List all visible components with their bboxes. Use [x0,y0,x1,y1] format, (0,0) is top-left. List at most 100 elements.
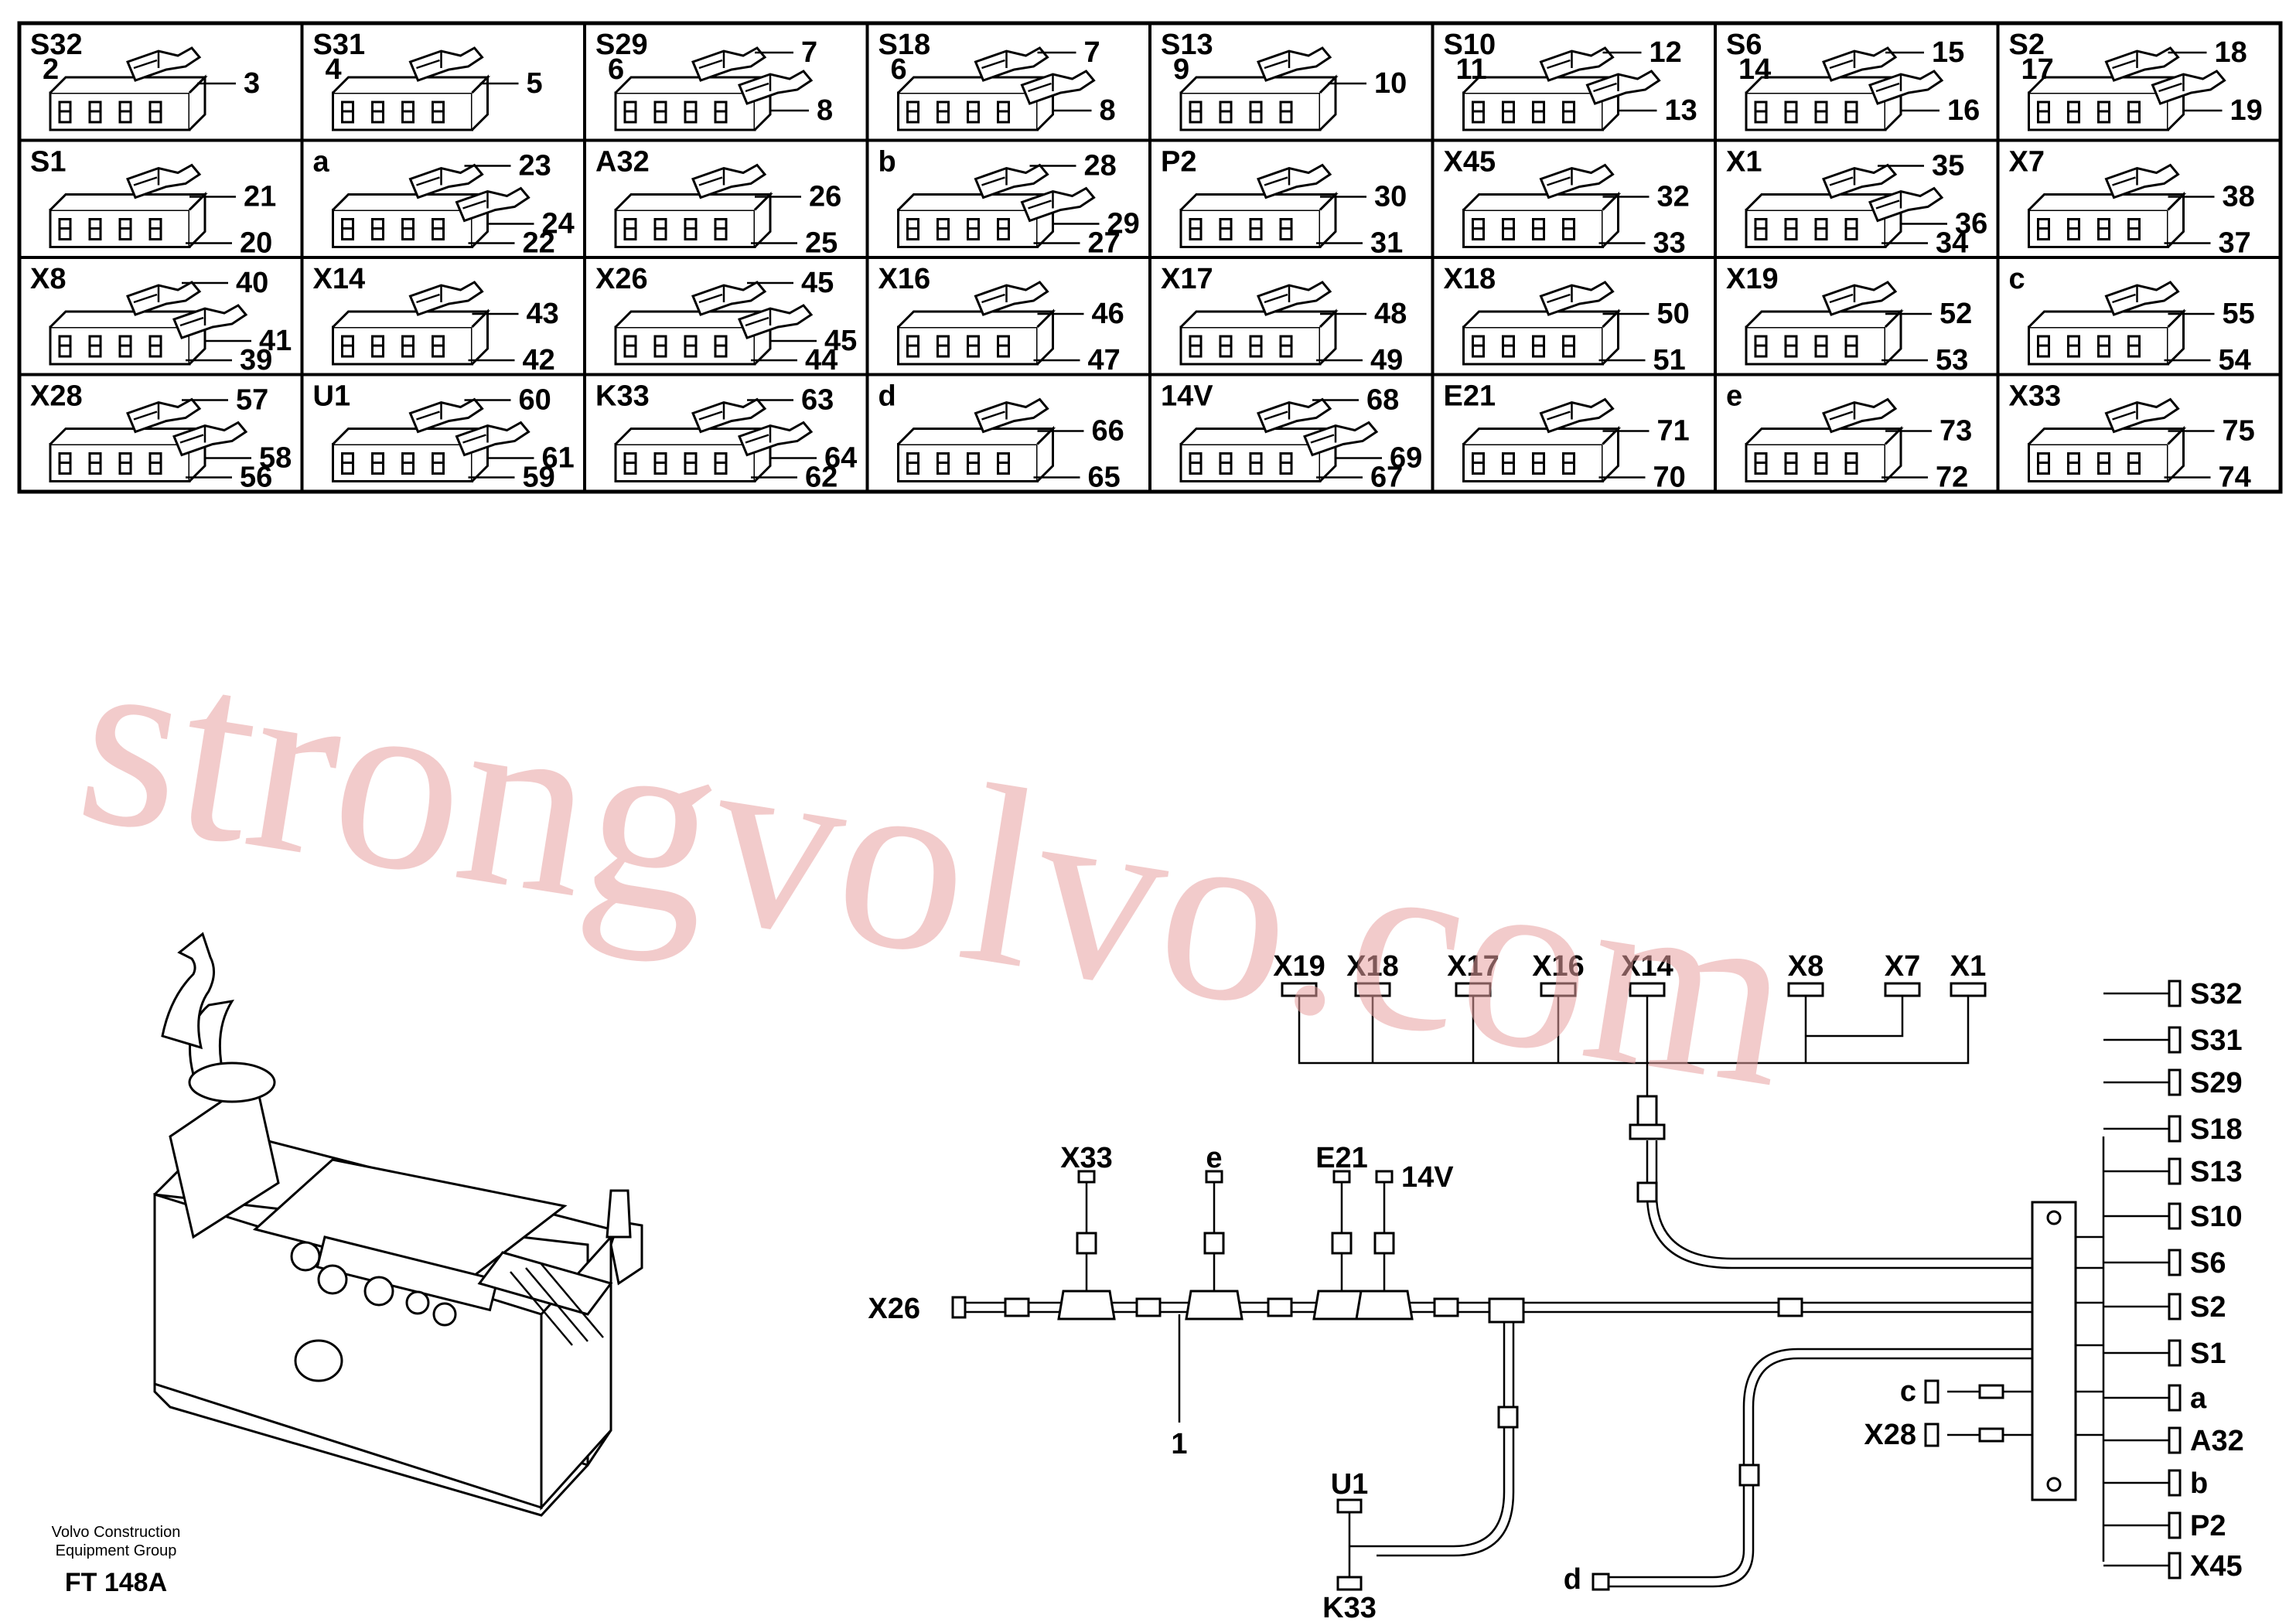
connector-label-top: X18 [1346,950,1399,983]
cell-label: K33 [595,380,650,413]
part-number: 7 [801,36,817,69]
connector-label-top: X8 [1788,950,1823,983]
part-number: 39 [240,344,272,377]
part-number: 43 [527,298,559,330]
part-number: 40 [236,267,268,299]
cell-label: d [878,380,896,413]
part-number: 21 [244,181,276,213]
part-number: 52 [1939,298,1972,330]
part-number: 5 [527,67,543,100]
part-number: 27 [1088,227,1121,260]
cell-label: X17 [1161,263,1213,295]
part-number: 32 [1657,181,1690,213]
part-number: 53 [1936,344,1968,377]
part-number: 31 [1370,227,1403,260]
part-number: 38 [2223,181,2255,213]
part-number: 65 [1088,462,1121,494]
part-number: 13 [1665,94,1697,127]
cell-label: S10 [1444,29,1496,61]
cell-label: S29 [595,29,648,61]
connector-label-right: P2 [2190,1510,2226,1542]
connector-label-mid: e [1206,1142,1222,1174]
part-number: 50 [1657,298,1690,330]
part-number: 2 [43,53,59,86]
cell-label: b [878,146,896,179]
control-panel-illustration [153,932,643,1517]
cell-label: X28 [30,380,83,413]
cell-label: S6 [1726,29,1762,61]
part-number: 54 [2219,344,2251,377]
connector-label-d: d [1564,1563,1581,1596]
cell-label: X33 [2009,380,2062,413]
part-number: 46 [1092,298,1124,330]
connector-label-right: S31 [2190,1024,2243,1057]
part-number: 22 [523,227,555,260]
part-number: 68 [1366,384,1399,417]
part-number: 29 [1107,208,1140,240]
connector-label-right: S18 [2190,1113,2243,1146]
part-number: 57 [236,384,268,417]
connector-label-mid: 14V [1401,1161,1454,1194]
part-number: 51 [1653,344,1686,377]
part-number: 35 [1932,150,1964,182]
part-number: 41 [259,325,292,357]
cell-label: X1 [1726,146,1762,179]
cell-label: X8 [30,263,66,295]
cell-label: P2 [1161,146,1196,179]
cell-label: X26 [595,263,648,295]
part-number: 15 [1932,36,1964,69]
cell-label: X19 [1726,263,1779,295]
part-number: 37 [2219,227,2251,260]
part-number: 69 [1390,442,1422,475]
connector-label-left: X26 [868,1293,920,1325]
cell-label: X18 [1444,263,1496,295]
figure-number: FT 148A [65,1568,167,1597]
cell-label: S31 [313,29,366,61]
connector-label-top: X16 [1532,950,1585,983]
part-number: 7 [1084,36,1100,69]
connector-label-right: S29 [2190,1067,2243,1099]
part-number: 9 [1173,53,1189,86]
part-number: 58 [259,442,292,475]
connector-label-top: X1 [1950,950,1986,983]
part-number: 36 [1955,208,1987,240]
part-number: 42 [523,344,555,377]
connector-label-right: b [2190,1467,2208,1500]
connector-label-mid: E21 [1315,1142,1368,1174]
cell-label: S13 [1161,29,1213,61]
cell-label: c [2009,263,2025,295]
part-number: 26 [809,181,841,213]
part-number: 45 [801,267,834,299]
cell-label: a [313,146,330,179]
cell-label: S32 [30,29,83,61]
part-number: 10 [1374,67,1407,100]
part-number: 28 [1084,150,1117,182]
part-number: 59 [523,462,555,494]
connector-label-x28: X28 [1864,1419,1916,1451]
part-number: 67 [1370,462,1403,494]
part-cell: X19 52 53 [1714,256,2000,377]
connector-label-k33: K33 [1322,1592,1377,1622]
harness-part-number: 1 [1171,1428,1187,1460]
connector-label-mid: X33 [1060,1142,1113,1174]
part-cell: X18 50 51 [1431,256,1717,377]
connector-label-top: X19 [1273,950,1325,983]
part-number: 24 [542,208,575,240]
part-number: 47 [1088,344,1121,377]
part-number: 55 [2223,298,2255,330]
part-number: 45 [824,325,857,357]
